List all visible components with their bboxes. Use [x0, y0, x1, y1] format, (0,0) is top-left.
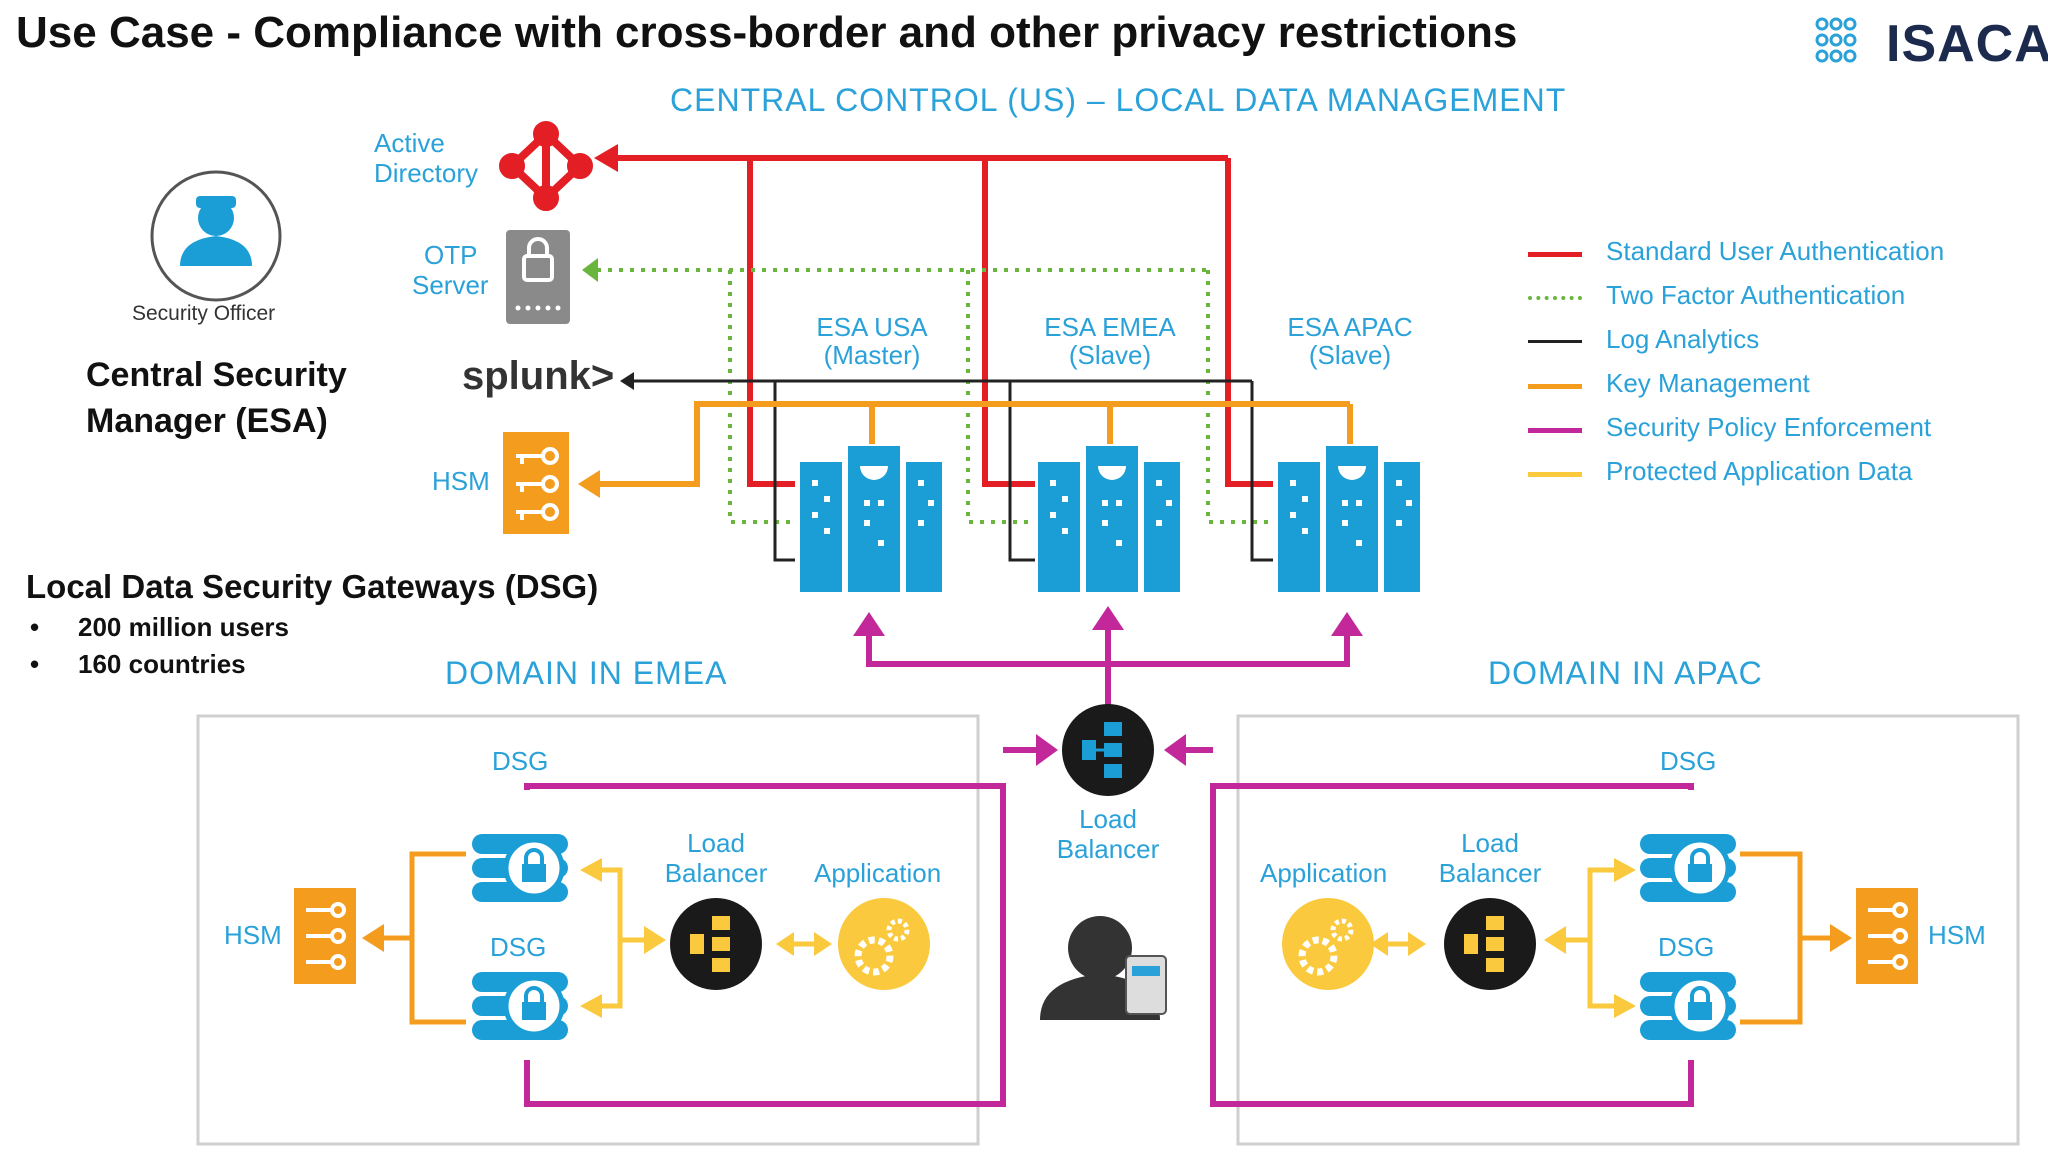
emea-hsm-label: HSM [224, 920, 282, 950]
legend-item-standard-auth: Standard User Authentication [1528, 236, 2008, 272]
esa-emea-server-icon [1038, 446, 1180, 592]
apac-hsm-icon [1856, 888, 1918, 984]
active-directory-label-2: Directory [374, 158, 479, 188]
isaca-logo-icon [1815, 17, 1857, 63]
active-directory-icon [499, 121, 593, 211]
apac-application-label: Application [1260, 858, 1388, 888]
legend-item-policy-enforcement: Security Policy Enforcement [1528, 412, 2008, 448]
legend-swatch [1528, 472, 1582, 477]
black-arrowhead [620, 372, 634, 390]
otp-server-label-2: Server [412, 270, 489, 300]
esa-usa-server-icon [800, 446, 942, 592]
legend-label: Log Analytics [1606, 324, 1760, 354]
hsm-top-icon [503, 432, 569, 534]
emea-hsm-lines [380, 851, 466, 1025]
active-directory-label-1: Active [374, 128, 445, 158]
apac-lb-label-1: Load [1461, 828, 1519, 858]
legend-swatch [1528, 340, 1582, 343]
two-factor-lines [597, 268, 1273, 524]
legend-label: Two Factor Authentication [1606, 280, 1906, 310]
central-manager-line2: Manager (ESA) [86, 402, 328, 440]
otp-server-icon [506, 230, 570, 324]
apac-domain-header: DOMAIN IN APAC [1488, 655, 1763, 691]
green-arrowhead [582, 258, 598, 282]
standard-auth-lines [605, 155, 1273, 487]
emea-dsg-top-label: DSG [492, 746, 549, 776]
central-control-header: CENTRAL CONTROL (US) – LOCAL DATA MANAGE… [670, 82, 1567, 118]
gateway-stat-item: 200 million users [26, 612, 289, 649]
apac-domain-box [1236, 714, 2020, 1146]
emea-dsg-top-icon [472, 834, 568, 902]
emea-lb-label-1: Load [687, 828, 745, 858]
apac-hsm-label: HSM [1928, 920, 1986, 950]
mobile-user-icon [1040, 916, 1167, 1020]
emea-domain-box [196, 714, 980, 1146]
emea-application-icon [838, 898, 930, 990]
esa-apac-server-icon [1278, 446, 1420, 592]
esa-emea-name: ESA EMEA [1044, 312, 1176, 342]
hsm-top-label: HSM [432, 466, 490, 496]
legend-label: Security Policy Enforcement [1606, 412, 1932, 442]
apac-application-icon [1282, 898, 1374, 990]
emea-domain-header: DOMAIN IN EMEA [445, 655, 728, 691]
central-lb-label-2: Balancer [1056, 834, 1160, 864]
apac-dsg-bottom-label: DSG [1658, 932, 1715, 962]
legend-item-two-factor: Two Factor Authentication [1528, 280, 2008, 316]
legend-label: Protected Application Data [1606, 456, 1913, 486]
apac-lb-label-2: Balancer [1438, 858, 1542, 888]
security-officer-caption: Security Officer [132, 302, 276, 325]
apac-dsg-bottom-icon [1640, 972, 1736, 1040]
central-manager-line1: Central Security [86, 356, 347, 394]
security-officer-icon [150, 170, 282, 302]
central-load-balancer-icon [1062, 704, 1154, 796]
esa-usa-name: ESA USA [816, 312, 928, 342]
legend-swatch [1528, 384, 1582, 389]
local-gateways-heading: Local Data Security Gateways (DSG) [26, 568, 599, 605]
esa-emea-role: (Slave) [1068, 340, 1152, 370]
page-title: Use Case - Compliance with cross-border … [16, 8, 1518, 57]
gateway-stats-list: 200 million users 160 countries [26, 612, 289, 686]
server-windows [812, 480, 1412, 546]
legend-swatch [1528, 252, 1582, 257]
esa-apac-role: (Slave) [1308, 340, 1392, 370]
emea-hsm-icon [294, 888, 356, 984]
splunk-logo: splunk> [462, 354, 615, 398]
esa-usa-role: (Master) [823, 340, 921, 370]
legend-item-log-analytics: Log Analytics [1528, 324, 2008, 360]
policy-lines [524, 630, 1694, 1107]
gateway-stat-item: 160 countries [26, 649, 289, 686]
legend-swatch [1528, 428, 1582, 433]
apac-load-balancer-icon [1444, 898, 1536, 990]
emea-load-balancer-icon [670, 898, 762, 990]
emea-lb-label-2: Balancer [664, 858, 768, 888]
legend-item-key-management: Key Management [1528, 368, 2008, 404]
isaca-brand-name: ISACA [1886, 15, 2048, 73]
red-arrowhead [594, 144, 618, 172]
legend-label: Key Management [1606, 368, 1810, 398]
legend-label: Standard User Authentication [1606, 236, 1945, 266]
esa-apac-name: ESA APAC [1287, 312, 1413, 342]
legend-swatch [1528, 296, 1582, 300]
emea-dsg-bottom-icon [472, 972, 568, 1040]
central-lb-label-1: Load [1079, 804, 1137, 834]
apac-dsg-top-icon [1640, 834, 1736, 902]
legend-item-protected-data: Protected Application Data [1528, 456, 2008, 492]
apac-hsm-lines [1740, 851, 1832, 1025]
orange-arrowhead [578, 470, 600, 498]
otp-server-label-1: OTP [424, 240, 478, 270]
emea-dsg-bottom-label: DSG [490, 932, 547, 962]
apac-dsg-top-label: DSG [1660, 746, 1717, 776]
emea-application-label: Application [814, 858, 942, 888]
key-mgmt-lines [600, 401, 1353, 487]
log-analytics-lines [632, 379, 1273, 562]
